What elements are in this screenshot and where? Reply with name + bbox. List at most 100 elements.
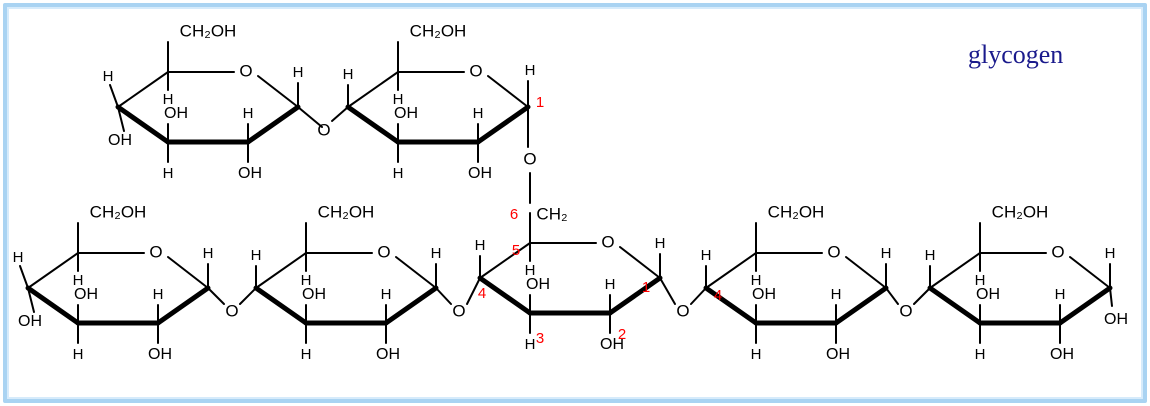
bond-line — [239, 287, 257, 305]
ring-bond-front — [115, 104, 171, 145]
oh-label: OH — [826, 346, 850, 363]
oh-label: OH — [108, 132, 132, 149]
h-label: H — [153, 286, 164, 303]
ring-oxygen: O — [827, 242, 840, 261]
h-label: H — [163, 165, 174, 182]
ring-bond — [347, 71, 399, 108]
h-label: H — [473, 105, 484, 122]
ring-bond — [619, 246, 661, 279]
h-label: H — [301, 346, 312, 363]
h-label: H — [73, 272, 84, 289]
oh-label: OH — [18, 313, 42, 330]
ring-bond-front — [1057, 285, 1113, 326]
h-label: H — [881, 245, 892, 262]
h-label: H — [831, 286, 842, 303]
ring-bond — [255, 252, 307, 289]
ring-bond-front — [927, 285, 983, 326]
oh-label: OH — [238, 165, 262, 182]
ring-bond-front — [833, 285, 889, 326]
glycosidic-oxygen: O — [899, 301, 912, 320]
h-label: H — [103, 68, 114, 85]
h-label: H — [975, 346, 986, 363]
ch2oh-label: CH₂OH — [180, 21, 237, 40]
oh-label: OH — [1050, 346, 1074, 363]
ch2oh-label: CH₂OH — [768, 202, 825, 221]
ring-oxygen: O — [1051, 242, 1064, 261]
ch2oh-label: CH₂OH — [90, 202, 147, 221]
ring-oxygen: O — [601, 232, 614, 251]
oh-label: OH — [976, 286, 1000, 303]
oh-label: OH — [1104, 311, 1128, 328]
oh-label: OH — [468, 165, 492, 182]
diagram-title: glycogen — [968, 40, 1064, 69]
glycosidic-oxygen: O — [452, 301, 465, 320]
ring-bond — [705, 252, 757, 289]
bond-line — [19, 265, 29, 289]
h-label: H — [393, 165, 404, 182]
ring-bond-front — [253, 285, 309, 326]
ring-oxygen: O — [239, 61, 252, 80]
bond-line — [466, 277, 481, 305]
oh-label: OH — [302, 286, 326, 303]
ring-oxygen: O — [469, 61, 482, 80]
carbon-number-5: 5 — [512, 242, 520, 259]
glycosidic-oxygen: O — [676, 301, 689, 320]
h-label: H — [343, 66, 354, 83]
h-label: H — [301, 272, 312, 289]
oh-label: OH — [74, 286, 98, 303]
ring-bond-front — [25, 285, 81, 326]
carbon-number-1: 1 — [536, 94, 544, 111]
h-label: H — [701, 247, 712, 264]
carbon-number-4: 4 — [478, 285, 486, 302]
h-label: H — [975, 272, 986, 289]
bond-line — [913, 287, 931, 305]
oh-label: OH — [376, 346, 400, 363]
ring-oxygen: O — [377, 242, 390, 261]
h-label: H — [163, 91, 174, 108]
ch2oh-label: CH₂OH — [992, 202, 1049, 221]
carbon-number-6: 6 — [510, 206, 518, 223]
ring-oxygen: O — [149, 242, 162, 261]
ring-bond-front — [383, 285, 439, 326]
ring-bond-front — [477, 275, 533, 316]
carbon-number-1: 1 — [642, 279, 650, 296]
h-label: H — [475, 237, 486, 254]
ring-bond — [1069, 256, 1111, 289]
ring-bond-front — [475, 104, 531, 145]
glycosidic-oxygen: O — [523, 149, 536, 168]
ring-bond — [479, 242, 531, 279]
bond-line — [885, 287, 899, 305]
bond-line — [207, 287, 225, 305]
carbon-number-2: 2 — [618, 326, 626, 343]
ring-bond — [167, 256, 209, 289]
h-label: H — [751, 272, 762, 289]
oh-label: OH — [164, 105, 188, 122]
glycosidic-oxygen: O — [225, 301, 238, 320]
ring-bond — [487, 75, 529, 108]
diagram-frame — [3, 3, 1147, 403]
ring-bond — [117, 71, 169, 108]
h-label: H — [381, 286, 392, 303]
ring-bond-front — [155, 285, 211, 326]
bond-line — [117, 106, 125, 132]
carbon-number-4: 4 — [714, 287, 722, 304]
h-label: H — [751, 346, 762, 363]
ring-bond-front — [703, 285, 759, 326]
bond-line — [659, 277, 676, 305]
h-label: H — [13, 249, 24, 266]
oh-label: OH — [526, 276, 550, 293]
ring-bond — [845, 256, 887, 289]
h-label: H — [1055, 286, 1066, 303]
h-label: H — [525, 336, 536, 353]
bond-line — [1109, 287, 1113, 307]
ring-bond — [27, 252, 79, 289]
h-label: H — [293, 64, 304, 81]
h-label: H — [243, 105, 254, 122]
oh-label: OH — [148, 346, 172, 363]
bond-line — [690, 287, 707, 305]
oh-label: OH — [752, 286, 776, 303]
ring-bond-front — [345, 104, 401, 145]
h-label: H — [605, 276, 616, 293]
h-label: H — [251, 247, 262, 264]
